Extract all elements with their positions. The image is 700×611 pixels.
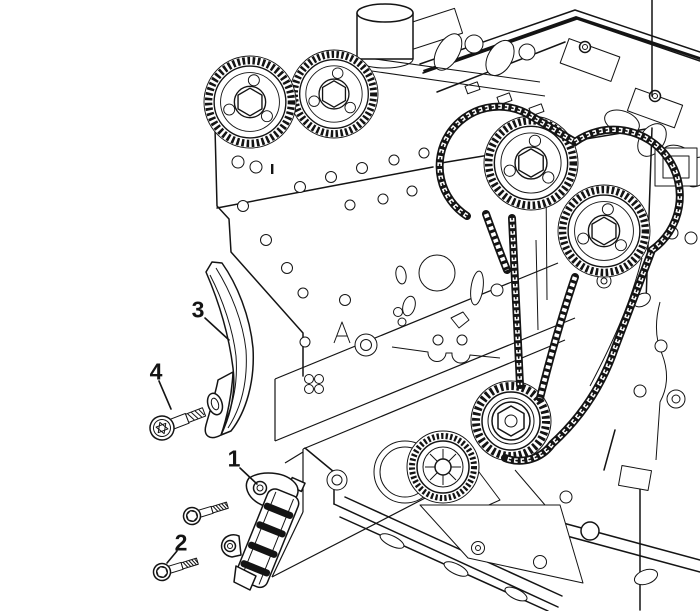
left-bank-cam-phasers xyxy=(204,50,378,148)
timing-chain xyxy=(435,102,684,465)
crank-drive xyxy=(326,380,552,504)
right-bank-timing-drive xyxy=(435,102,684,465)
callout-1-label: 1 xyxy=(227,445,241,472)
shoe-bolt-upper xyxy=(180,496,231,528)
callout-2-label: 2 xyxy=(174,529,188,556)
timing-chain-guide-part xyxy=(204,261,255,439)
callout-4-label: 4 xyxy=(149,358,163,385)
tensioner-shoe-part xyxy=(220,472,306,591)
guide-bolt-part xyxy=(149,407,207,441)
callout-leaders xyxy=(158,317,258,564)
shoe-bolt-lower xyxy=(150,552,201,584)
callout-3-label: 3 xyxy=(191,296,205,323)
block-face-holes xyxy=(237,147,430,348)
